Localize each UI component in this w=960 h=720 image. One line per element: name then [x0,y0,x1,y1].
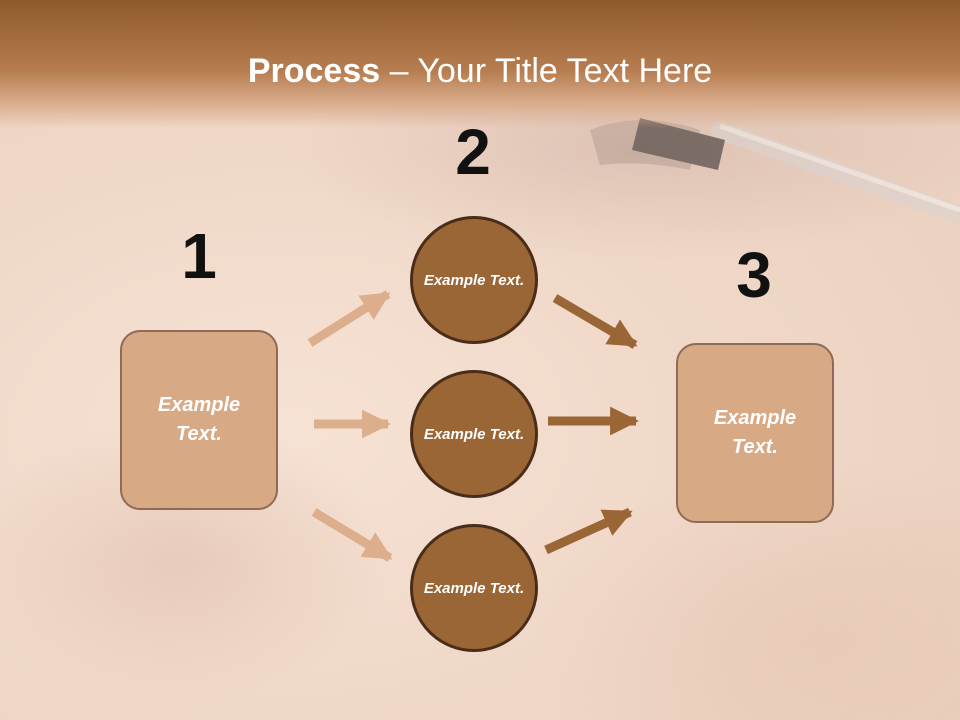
step-3-number: 3 [736,239,772,311]
title-rest: – Your Title Text Here [380,52,713,90]
step-2-number: 2 [455,116,491,188]
step-2-circle-middle: Example Text. [410,370,538,498]
circle-2-text: Example Text. [423,425,525,443]
step-2-circle-bottom: Example Text. [410,524,538,652]
arrow-1-to-2a [307,290,391,347]
step-1-box: Example Text. [120,330,278,510]
title-bar [0,0,960,128]
arrow-1-to-2c [311,508,393,562]
arrow-2a-to-3 [552,294,638,349]
slide-title: Process – Your Title Text Here [0,52,960,91]
circle-3-text: Example Text. [423,579,525,597]
step-1-text: Example Text. [157,394,241,445]
step-2-circle-top: Example Text. [410,216,538,344]
step-3-box: Example Text. [676,343,834,523]
step-3-text: Example Text. [713,407,797,458]
arrow-2c-to-3 [544,507,633,555]
title-strong: Process [247,52,381,90]
circle-1-text: Example Text. [423,271,525,289]
step-1-number: 1 [181,220,217,292]
